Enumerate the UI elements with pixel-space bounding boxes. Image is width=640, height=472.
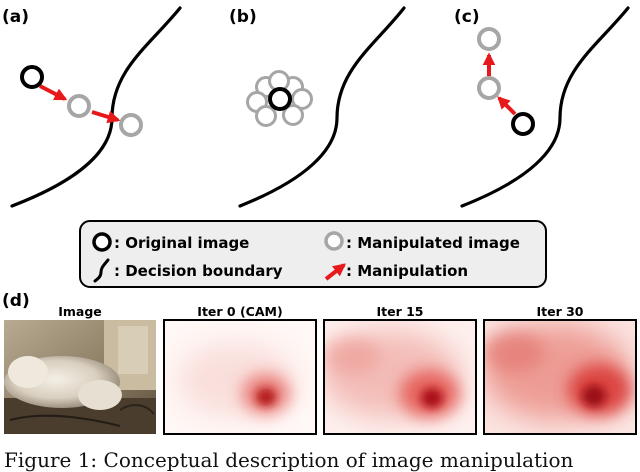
legend-manipulated-icon bbox=[324, 231, 344, 251]
legend-original-label: : Original image bbox=[114, 234, 249, 252]
panel-d: (d) Image Iter 0 (CAM) Iter 15 Iter 30 bbox=[2, 291, 637, 435]
legend-box: : Original image : Decision boundary : M… bbox=[79, 220, 547, 288]
panel-a: (a) bbox=[2, 6, 182, 208]
manipulated-image-circle-b6 bbox=[282, 104, 304, 126]
manipulated-image-circle-b4 bbox=[291, 88, 313, 110]
manipulated-image-circle-c1 bbox=[477, 27, 501, 51]
thumb-title-iter0: Iter 0 (CAM) bbox=[197, 304, 282, 319]
manipulation-arrow-c1 bbox=[497, 96, 517, 116]
legend-original-icon bbox=[92, 232, 112, 252]
panel-a-label: (a) bbox=[2, 7, 29, 27]
decision-boundary-c bbox=[460, 6, 630, 208]
manipulated-image-circle-b5 bbox=[255, 105, 277, 127]
heatmap-iter15 bbox=[323, 319, 477, 435]
manipulated-image-circle-a2 bbox=[119, 113, 143, 137]
decision-boundary-a bbox=[10, 6, 182, 208]
heatmap-iter0 bbox=[163, 319, 317, 435]
thumb-title-iter15: Iter 15 bbox=[376, 304, 423, 319]
manipulated-image-circle-a1 bbox=[67, 94, 91, 118]
thumb-title-image: Image bbox=[58, 304, 102, 319]
original-image-circle-c bbox=[511, 112, 535, 136]
manipulation-arrow-a2 bbox=[91, 110, 121, 124]
panel-b: (b) bbox=[229, 6, 406, 208]
panel-b-label: (b) bbox=[229, 7, 257, 27]
thumb-title-iter30: Iter 30 bbox=[536, 304, 583, 319]
panel-d-label: (d) bbox=[2, 291, 30, 311]
manipulation-arrow-a1 bbox=[39, 84, 68, 101]
original-image-circle-a bbox=[20, 65, 44, 89]
original-image-circle-b bbox=[268, 87, 292, 111]
decision-boundary-b bbox=[238, 6, 406, 208]
legend-boundary-icon bbox=[93, 258, 110, 283]
legend-manipulated-label: : Manipulated image bbox=[346, 234, 520, 252]
heatmap-iter30 bbox=[483, 319, 637, 435]
panel-c: (c) bbox=[454, 6, 630, 208]
cat-photo bbox=[4, 320, 156, 434]
panel-c-label: (c) bbox=[454, 7, 480, 27]
figure-caption: Figure 1: Conceptual description of imag… bbox=[4, 448, 574, 472]
legend-manipulation-label: : Manipulation bbox=[346, 262, 468, 280]
legend-boundary-label: : Decision boundary bbox=[114, 262, 283, 280]
manipulated-image-circle-c2 bbox=[477, 76, 501, 100]
legend-manipulation-icon bbox=[324, 263, 347, 281]
